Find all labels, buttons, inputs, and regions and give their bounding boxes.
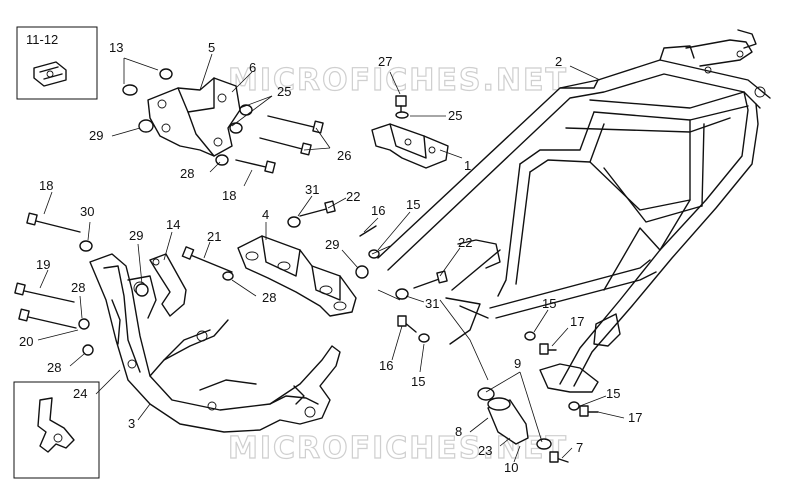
callout-28-mid: 28 (262, 290, 276, 305)
callout-31-right: 31 (425, 296, 439, 311)
callout-26: 26 (337, 148, 351, 163)
callout-27: 27 (378, 54, 392, 69)
callout-23: 23 (478, 443, 492, 458)
callout-4: 4 (262, 207, 269, 222)
front-bracket-frame (89, 253, 341, 433)
small-bracket-14 (149, 253, 187, 317)
callout-15-bottom: 15 (411, 374, 425, 389)
callouts: 13 5 6 25 29 26 28 18 27 25 1 2 18 30 19… (19, 40, 642, 475)
callout-1: 1 (464, 158, 471, 173)
callout-15-right: 15 (542, 296, 556, 311)
callout-29-mid: 29 (129, 228, 143, 243)
top-bracket-5 (122, 68, 253, 166)
inset-label-11-12: 11-12 (26, 32, 58, 47)
callout-29-right: 29 (325, 237, 339, 252)
callout-2: 2 (555, 54, 562, 69)
callout-5: 5 (208, 40, 215, 55)
callout-17-top: 17 (570, 314, 584, 329)
callout-17-bottom: 17 (628, 410, 642, 425)
bolts (14, 115, 599, 463)
callout-20: 20 (19, 334, 33, 349)
callout-18-top: 18 (222, 188, 236, 203)
callout-21: 21 (207, 229, 221, 244)
inset-clip-nut: 11-12 (16, 26, 98, 100)
callout-18-left: 18 (39, 178, 53, 193)
callout-28-top: 28 (180, 166, 194, 181)
callout-29-top: 29 (89, 128, 103, 143)
callout-7: 7 (576, 440, 583, 455)
engine-mount-bracket-4 (237, 235, 357, 317)
callout-10: 10 (504, 460, 518, 475)
callout-28-lower: 28 (47, 360, 61, 375)
callout-9: 9 (514, 356, 521, 371)
rear-subframe (377, 29, 771, 393)
callout-16-bottom: 16 (379, 358, 393, 373)
callout-31-top: 31 (305, 182, 319, 197)
callout-22-right: 22 (458, 235, 472, 250)
leader-lines (37, 53, 625, 463)
callout-28-left: 28 (71, 280, 85, 295)
callout-6: 6 (249, 60, 256, 75)
callout-19: 19 (36, 257, 50, 272)
callout-14: 14 (166, 217, 180, 232)
plate-1 (371, 95, 449, 169)
inset-sensor-bracket (13, 381, 100, 479)
callout-30: 30 (80, 204, 94, 219)
callout-16-top: 16 (371, 203, 385, 218)
callout-3: 3 (128, 416, 135, 431)
callout-8: 8 (455, 424, 462, 439)
callout-25-right: 25 (448, 108, 462, 123)
watermark-top: MICROFICHES.NET (228, 63, 568, 98)
callout-13: 13 (109, 40, 123, 55)
callout-24: 24 (73, 386, 87, 401)
callout-25-top: 25 (277, 84, 291, 99)
callout-15-lower: 15 (606, 386, 620, 401)
callout-15-top: 15 (406, 197, 420, 212)
callout-22-top: 22 (346, 189, 360, 204)
rubber-mount-8 (487, 397, 529, 445)
